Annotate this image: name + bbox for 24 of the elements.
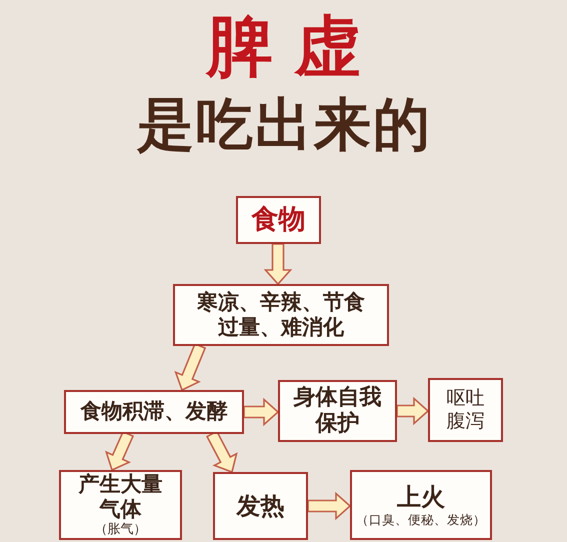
box-label: 发热 bbox=[236, 492, 284, 520]
subtitle: 是吃出来的 bbox=[137, 96, 432, 156]
arrow bbox=[307, 492, 352, 520]
box-label: 呕吐腹泻 bbox=[446, 387, 486, 433]
process-box bbox=[428, 378, 503, 442]
process-box bbox=[350, 470, 492, 540]
title: 脾虚 bbox=[206, 12, 382, 82]
box-note: （口臭、便秘、发烧） bbox=[356, 512, 486, 527]
process-box bbox=[213, 472, 308, 540]
box-label: 产生大量气体 bbox=[78, 472, 164, 522]
box-note: （胀气） bbox=[94, 522, 146, 538]
box-label: 上火 bbox=[397, 483, 445, 512]
box-label: 身体自我保护 bbox=[292, 384, 382, 438]
process-box bbox=[64, 390, 244, 434]
arrow bbox=[243, 398, 280, 426]
process-box bbox=[278, 380, 397, 442]
arrow bbox=[264, 243, 292, 286]
arrow bbox=[396, 396, 430, 426]
process-box bbox=[236, 196, 321, 244]
box-label: 食物 bbox=[252, 204, 306, 236]
process-box bbox=[173, 284, 389, 346]
box-label: 寒凉、辛辣、节食过量、难消化 bbox=[196, 290, 366, 340]
box-label: 食物积滞、发酵 bbox=[80, 399, 228, 425]
process-box bbox=[59, 470, 182, 540]
